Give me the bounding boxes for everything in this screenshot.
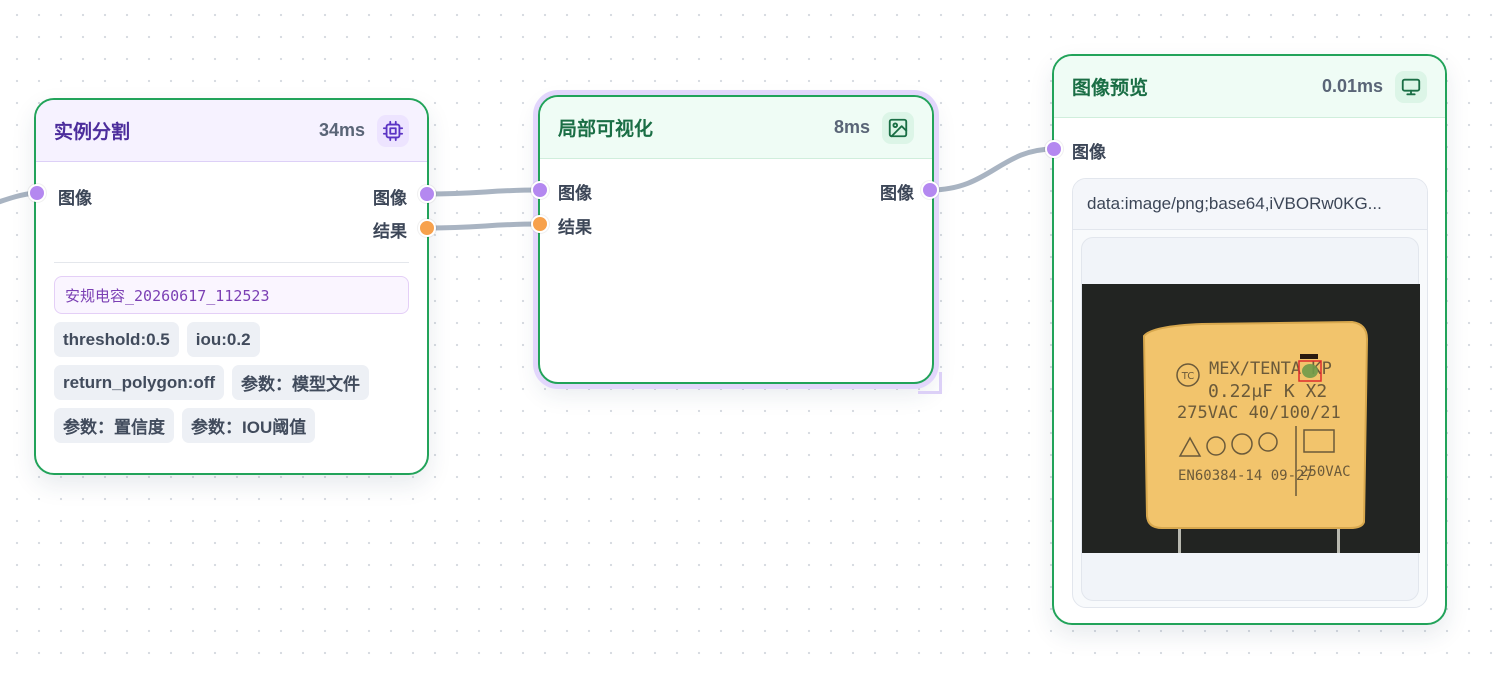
edge-vis-image-to-preview-image [929,146,1055,193]
output-port-image-row: 图像 [373,184,407,209]
param-chip-model-file[interactable]: 参数：模型文件 [232,365,370,400]
vis-input-port-image[interactable] [531,181,549,199]
vis-input-port-result[interactable] [531,215,549,233]
edge-seg-image-to-vis-image [426,187,541,197]
image-preview-node[interactable]: 图像预览 0.01ms 图像 data:image/png;base64,iVB… [1052,54,1447,625]
node-header[interactable]: 实例分割 34ms [36,100,427,162]
param-chip-confidence[interactable]: 参数：置信度 [54,408,174,443]
image-text-line3: 275VAC 40/100/21 [1177,403,1341,423]
monitor-icon[interactable] [1395,70,1427,103]
input-port-image-row: 图像 [1072,138,1106,163]
input-port-image-label: 图像 [558,184,592,203]
input-port-image-label: 图像 [58,189,92,208]
param-chip-iou[interactable]: iou:0.2 [186,322,260,357]
node-title: 局部可视化 [558,119,654,140]
image-source-text: data:image/png;base64,iVBORw0KG... [1073,179,1427,230]
output-port-result-label: 结果 [373,222,407,241]
input-port-image-row: 图像 [558,179,592,204]
segmentation-mask [1302,364,1318,378]
preview-frame: TC MEX/TENTA KP 0.22μF K X2 275VAC 40/10… [1081,237,1420,601]
node-runtime: 8ms [833,117,870,137]
node-runtime: 34ms [318,120,365,140]
param-chips: threshold:0.5 iou:0.2 return_polygon:off… [54,322,414,443]
image-text-line5: 250VAC [1300,464,1351,480]
node-runtime: 0.01ms [1321,76,1383,96]
cpu-icon[interactable] [377,114,409,147]
node-title: 实例分割 [54,122,131,143]
param-chip-threshold[interactable]: threshold:0.5 [54,322,179,357]
vis-output-port-image[interactable] [921,181,939,199]
image-logo-text: TC [1181,371,1195,382]
preview-image[interactable]: TC MEX/TENTA KP 0.22μF K X2 275VAC 40/10… [1082,284,1420,553]
model-file-field[interactable]: 安规电容_20260617_112523 [54,276,409,314]
output-port-image-row: 图像 [880,179,914,204]
instance-segmentation-node[interactable]: 实例分割 34ms 图像 图像 结果 安规电容_20260617_112523 … [34,98,429,475]
input-port-result-row: 结果 [558,213,592,238]
divider [54,262,409,263]
preview-input-port-image[interactable] [1045,140,1063,158]
param-chip-return-polygon[interactable]: return_polygon:off [54,365,225,400]
output-port-image-label: 图像 [880,184,914,203]
param-chip-iou-threshold[interactable]: 参数：IOU阈值 [182,408,316,443]
edge-seg-result-to-vis-result [426,221,541,231]
seg-output-port-result[interactable] [418,219,436,237]
node-header[interactable]: 局部可视化 8ms [540,97,932,159]
output-port-result-row: 结果 [373,217,407,242]
input-port-image-row: 图像 [58,184,92,209]
image-icon[interactable] [882,111,914,144]
image-text-line4: EN60384-14 09-27 [1178,468,1313,484]
node-title: 图像预览 [1072,78,1149,99]
input-port-result-label: 结果 [558,218,592,237]
resize-handle[interactable] [918,372,942,394]
local-visualization-node[interactable]: 局部可视化 8ms 图像 结果 图像 [538,95,934,384]
seg-output-port-image[interactable] [418,185,436,203]
image-text-line2: 0.22μF K X2 [1208,381,1327,402]
input-port-image-label: 图像 [1072,143,1106,162]
preview-card: data:image/png;base64,iVBORw0KG... TC ME… [1072,178,1428,608]
image-text-line1: MEX/TENTA KP [1209,359,1332,379]
seg-input-port-image[interactable] [28,184,46,202]
node-header[interactable]: 图像预览 0.01ms [1054,56,1445,118]
output-port-image-label: 图像 [373,189,407,208]
